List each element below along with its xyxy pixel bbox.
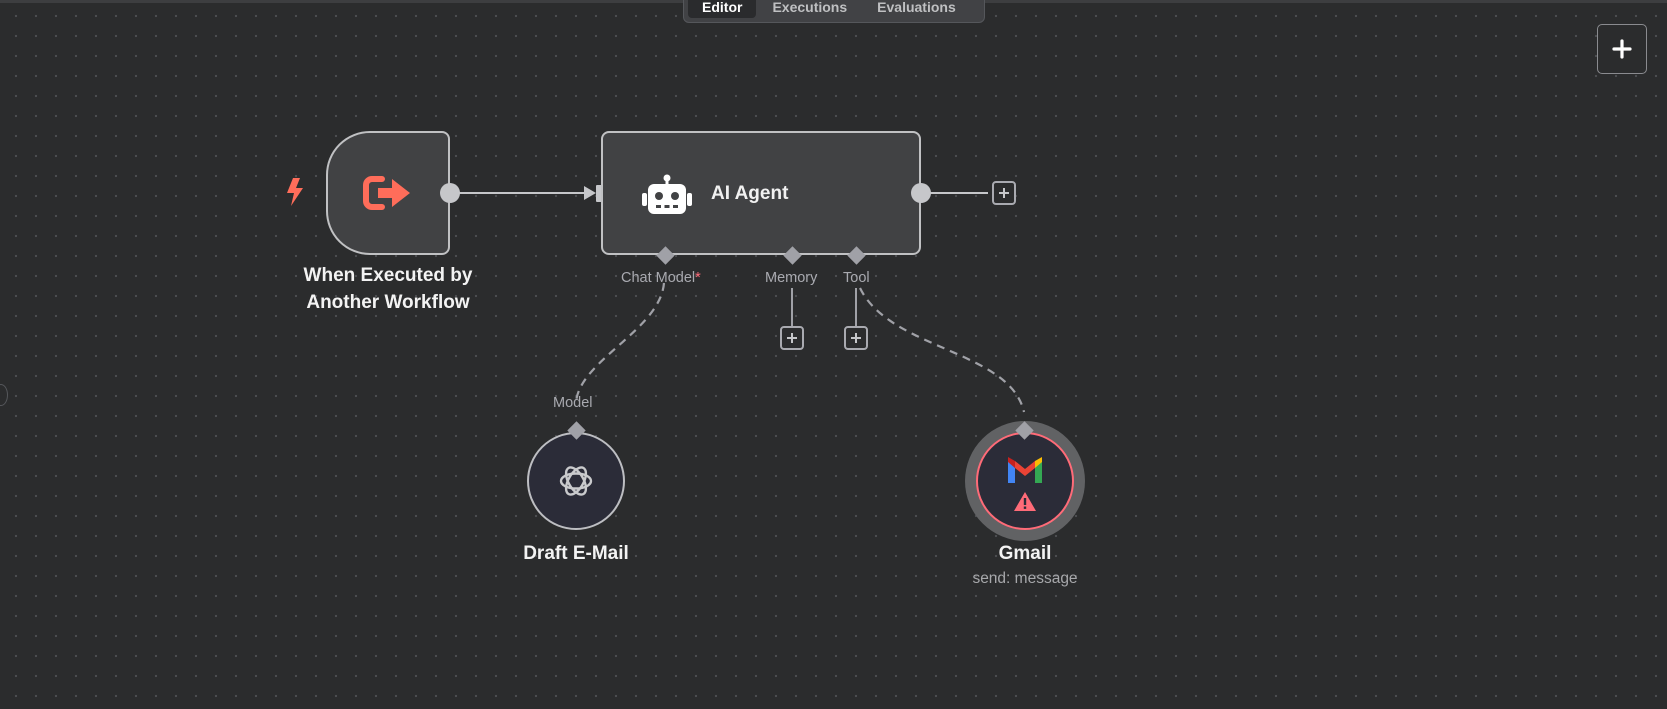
chat-model-label: Chat Model* xyxy=(621,270,701,286)
sign-out-arrow-icon xyxy=(363,176,410,210)
trigger-node[interactable] xyxy=(326,131,450,255)
model-label: Model xyxy=(553,395,593,411)
view-tabs: Editor Executions Evaluations xyxy=(683,0,985,23)
gmail-node[interactable] xyxy=(976,432,1074,530)
plus-icon xyxy=(1612,39,1632,59)
gmail-label: Gmail xyxy=(998,543,1052,564)
gmail-logo-icon xyxy=(1008,456,1042,483)
memory-label: Memory xyxy=(765,270,818,286)
tab-evaluations[interactable]: Evaluations xyxy=(877,0,956,15)
main-connection-arrowhead xyxy=(584,186,596,200)
chat-model-text: Chat Model xyxy=(621,270,696,286)
tool-label: Tool xyxy=(843,270,870,286)
required-asterisk: * xyxy=(695,270,701,286)
tab-executions[interactable]: Executions xyxy=(772,0,848,15)
ai-agent-node[interactable]: AI Agent xyxy=(601,131,921,255)
add-node-button[interactable] xyxy=(1597,24,1647,74)
agent-output-add-button[interactable] xyxy=(992,181,1016,205)
agent-input-handle[interactable] xyxy=(596,185,604,202)
plus-icon xyxy=(999,188,1009,198)
warning-triangle-icon xyxy=(1014,491,1036,511)
plus-icon xyxy=(851,333,861,343)
agent-output-handle[interactable] xyxy=(911,183,931,203)
tool-connection xyxy=(859,287,1026,413)
ai-agent-title: AI Agent xyxy=(711,183,789,204)
lightning-bolt-icon xyxy=(287,178,303,206)
trigger-output-handle[interactable] xyxy=(440,183,460,203)
trigger-label-line1: When Executed by xyxy=(303,265,473,286)
tab-editor[interactable]: Editor xyxy=(688,0,757,18)
add-memory-button[interactable] xyxy=(780,326,804,350)
gmail-sublabel: send: message xyxy=(972,570,1078,587)
trigger-label-line2: Another Workflow xyxy=(306,292,470,313)
trigger-node-label: When Executed by Another Workflow xyxy=(280,262,496,316)
plus-icon xyxy=(787,333,797,343)
robot-icon xyxy=(642,174,692,214)
draft-email-label: Draft E-Mail xyxy=(523,543,629,564)
model-connection xyxy=(574,282,666,403)
add-tool-button[interactable] xyxy=(844,326,868,350)
draft-email-node[interactable] xyxy=(527,432,625,530)
openai-logo-icon xyxy=(559,466,593,496)
